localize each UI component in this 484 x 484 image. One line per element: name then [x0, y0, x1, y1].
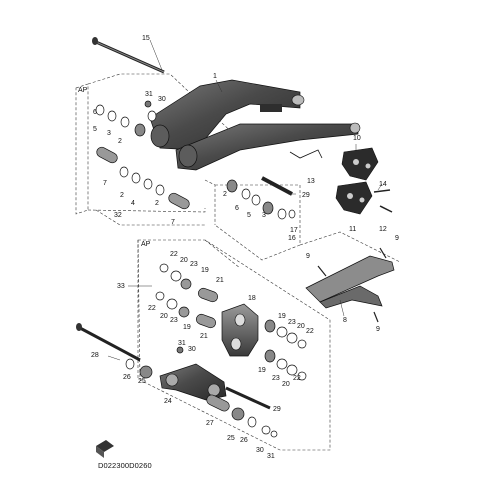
callout-25a: 25 [138, 378, 146, 385]
callout-7a: 7 [103, 180, 107, 187]
callout-4a: 4 [131, 200, 135, 207]
callout-29a: 29 [302, 192, 310, 199]
callout-2b: 2 [120, 192, 124, 199]
callout-30a: 30 [158, 96, 166, 103]
chain-guide-8 [305, 255, 395, 309]
chain-puller-11 [335, 181, 373, 215]
bolt-28 [76, 323, 141, 362]
book-icon [96, 440, 114, 458]
callout-23c: 23 [288, 319, 296, 326]
callout-26a: 26 [123, 374, 131, 381]
ap-marker-upper: AP [78, 87, 88, 94]
relay-arm-18 [221, 303, 259, 357]
bolt-14 [373, 189, 391, 193]
callout-23b: 23 [170, 317, 178, 324]
callout-21b: 21 [200, 333, 208, 340]
callout-5a: 5 [93, 126, 97, 133]
ap-marker-lower: AP [141, 241, 151, 248]
callout-9a: 9 [306, 253, 310, 260]
callout-18: 18 [248, 295, 256, 302]
callout-24: 24 [164, 398, 172, 405]
callout-6a: 6 [93, 109, 97, 116]
bolt-29-lower [225, 386, 271, 410]
lower-bushings [206, 394, 278, 438]
callout-1: 1 [213, 73, 217, 80]
callout-20a: 20 [180, 257, 188, 264]
callout-26b: 26 [240, 437, 248, 444]
callout-32: 32 [114, 212, 122, 219]
callout-28: 28 [91, 352, 99, 359]
callout-5b: 5 [247, 212, 251, 219]
callout-17: 17 [290, 227, 298, 234]
relay-bearings-upper [155, 263, 219, 329]
screws-9 [317, 247, 387, 323]
bearing-set-upper-left [95, 100, 157, 137]
callout-19c: 19 [278, 313, 286, 320]
callout-20c: 20 [297, 323, 305, 330]
bearing-set-right [226, 176, 296, 220]
callout-3a: 3 [107, 130, 111, 137]
connecting-rod-24 [159, 363, 227, 401]
callout-6b: 6 [235, 205, 239, 212]
leader-lines [107, 39, 383, 361]
callout-19a: 19 [201, 267, 209, 274]
callout-19d: 19 [258, 367, 266, 374]
callout-labels: 15 1 31 30 6 5 3 2 10 13 14 11 12 29 7 2… [78, 35, 399, 460]
callout-20b: 20 [160, 313, 168, 320]
pivot-shaft-15 [92, 37, 165, 74]
bolt-12 [379, 205, 393, 213]
callout-21a: 21 [216, 277, 224, 284]
collars-25-26 [125, 346, 184, 379]
callout-14: 14 [379, 181, 387, 188]
callout-27: 27 [206, 420, 214, 427]
diagram-code: D022300D0260 [98, 461, 152, 470]
callout-2d: 2 [223, 191, 227, 198]
callout-19b: 19 [183, 324, 191, 331]
callout-7b: 7 [171, 219, 175, 226]
callout-23d: 23 [272, 375, 280, 382]
callout-8: 8 [343, 317, 347, 324]
callout-23a: 23 [190, 261, 198, 268]
swingarm-1 [149, 79, 361, 171]
callout-9b: 9 [395, 235, 399, 242]
callout-22c: 22 [306, 328, 314, 335]
callout-31b: 31 [178, 340, 186, 347]
callout-11: 11 [349, 226, 356, 233]
callout-13: 13 [307, 178, 315, 185]
callout-31c: 31 [267, 453, 275, 460]
callout-31a: 31 [145, 91, 153, 98]
callout-3b: 3 [262, 212, 266, 219]
callout-30b: 30 [188, 346, 196, 353]
callout-30c: 30 [256, 447, 264, 454]
bearing-set-left [96, 146, 190, 210]
callout-33: 33 [117, 283, 125, 290]
callout-20d: 20 [282, 381, 290, 388]
callout-15a: 15 [142, 35, 150, 42]
relay-bearings-right [264, 319, 307, 381]
callout-12: 12 [379, 226, 387, 233]
callout-29b: 29 [273, 406, 281, 413]
group-frame-lower [137, 231, 401, 451]
callout-25b: 25 [227, 435, 235, 442]
callout-16: 16 [288, 235, 296, 242]
callout-9c: 9 [376, 326, 380, 333]
callout-22b: 22 [148, 305, 156, 312]
chain-puller-10 [341, 147, 379, 181]
callout-2a: 2 [118, 138, 122, 145]
callout-22d: 22 [293, 375, 301, 382]
callout-2c: 2 [155, 200, 159, 207]
callout-22a: 22 [170, 251, 178, 258]
callout-10: 10 [353, 135, 361, 142]
